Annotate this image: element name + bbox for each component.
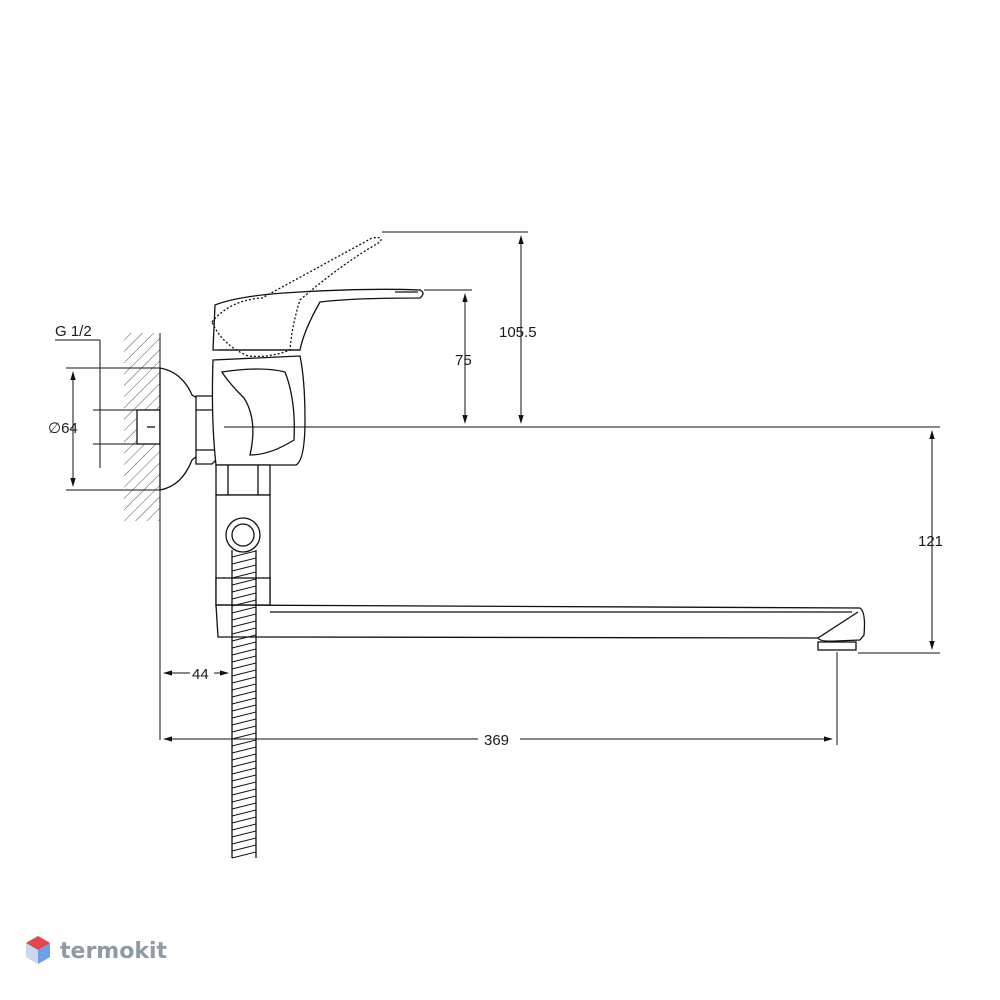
watermark: termokit: [26, 936, 167, 964]
label-spout-drop: 121: [918, 533, 943, 550]
wall-flange: [159, 367, 198, 491]
label-spout-reach: 369: [484, 732, 509, 749]
lever-handle-raised: [211, 236, 382, 358]
label-flange-diameter: ∅64: [48, 420, 78, 437]
lever-handle: [212, 288, 424, 351]
shower-hose: [231, 550, 257, 859]
label-wall-to-body: 44: [192, 666, 209, 683]
diverter-coupling: [215, 464, 271, 606]
termokit-logo-icon: [26, 936, 50, 964]
dimension-369: [163, 652, 838, 745]
label-thread: G 1/2: [55, 323, 92, 340]
watermark-text: termokit: [60, 939, 167, 964]
dimension-64: [66, 367, 160, 491]
label-height-handle: 75: [455, 352, 472, 369]
dimension-75: [424, 289, 472, 424]
wall: [124, 333, 161, 740]
dimension-105-5: [382, 231, 528, 424]
aerator: [817, 641, 857, 651]
faucet-body: [211, 355, 306, 466]
dimension-g12: [55, 339, 137, 468]
label-height-handle-raised: 105.5: [499, 324, 537, 341]
spout: [215, 604, 866, 651]
